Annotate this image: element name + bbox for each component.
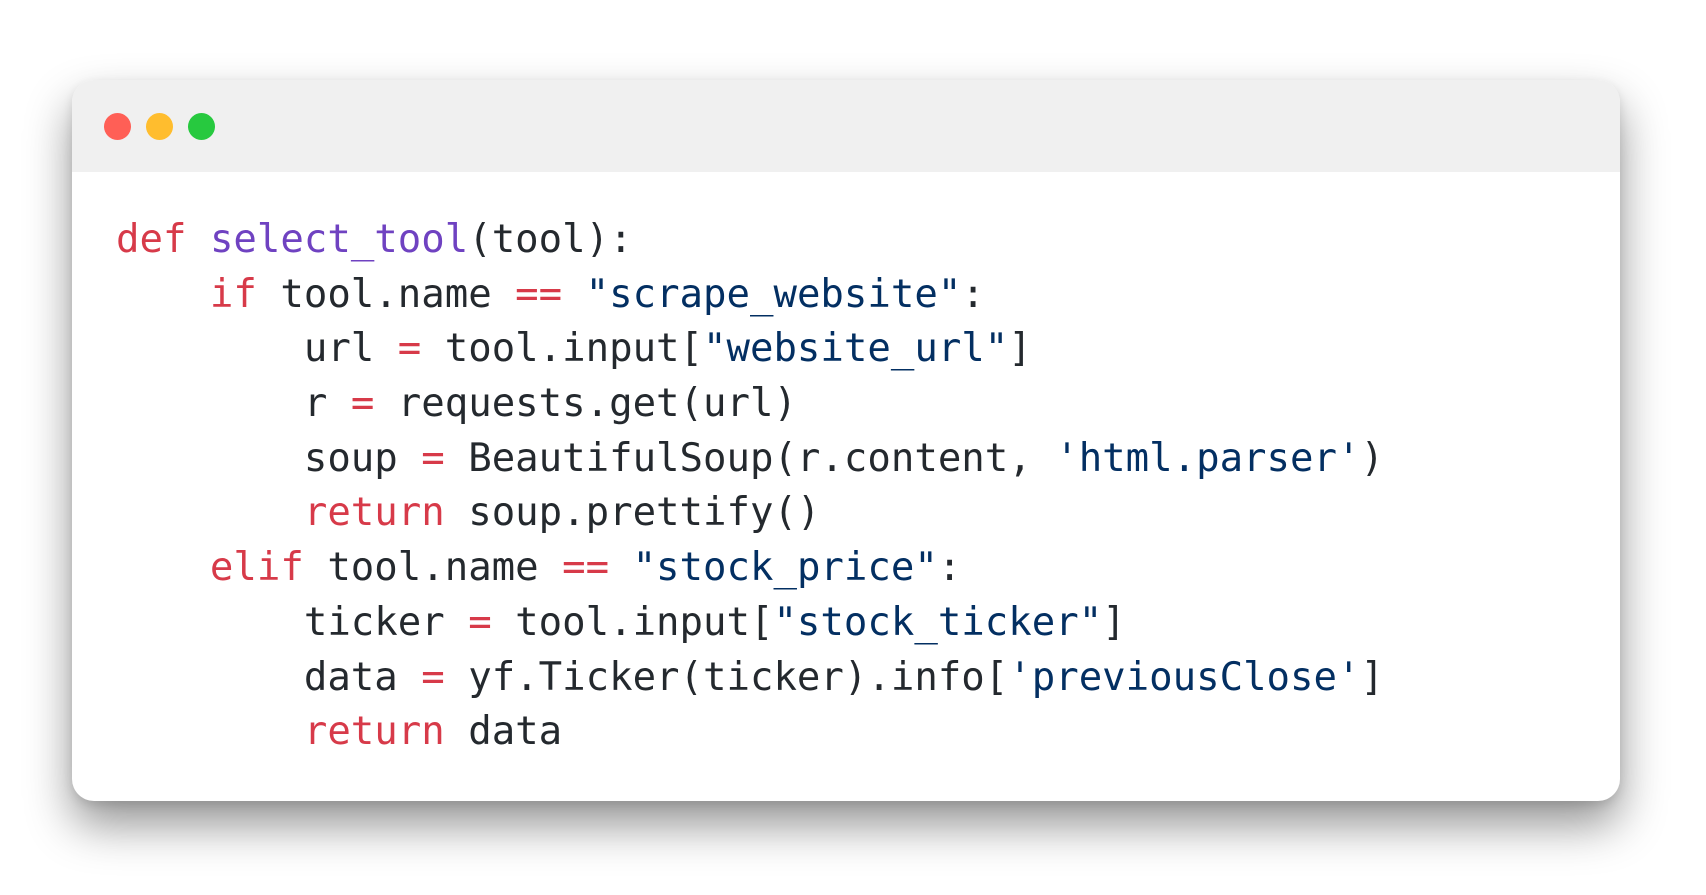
- code-keyword: if: [209, 271, 257, 317]
- code-text: (tool):: [468, 217, 633, 262]
- code-line-10: return data: [116, 705, 1384, 760]
- code-line-3: url = tool.input["website_url"]: [116, 322, 1384, 377]
- code-text: soup.prettify(): [444, 490, 821, 536]
- code-text: ]: [1102, 599, 1126, 645]
- code-keyword: elif: [209, 545, 304, 591]
- code-operator: ==: [515, 271, 563, 317]
- code-string: "stock_ticker": [773, 599, 1103, 645]
- code-operator: =: [397, 326, 422, 372]
- code-window: def select_tool(tool): if tool.name == "…: [72, 80, 1620, 801]
- code-text: [116, 545, 210, 590]
- code-text: [562, 272, 585, 317]
- code-text: [116, 709, 304, 754]
- code-keyword: return: [303, 709, 445, 755]
- code-line-2: if tool.name == "scrape_website":: [116, 268, 1384, 323]
- code-text: [116, 490, 304, 535]
- code-text: [186, 217, 209, 262]
- zoom-window-button[interactable]: [188, 113, 215, 140]
- code-text: data: [116, 654, 422, 700]
- code-text: tool.input[: [491, 599, 774, 645]
- code-text: requests.get(url): [374, 381, 797, 427]
- code-operator: =: [421, 435, 445, 481]
- code-text: r: [116, 381, 351, 427]
- code-text: ): [1360, 435, 1384, 481]
- code-text: soup: [116, 435, 422, 481]
- code-text: data: [444, 709, 563, 755]
- code-line-8: ticker = tool.input["stock_ticker"]: [116, 596, 1384, 651]
- code-line-4: r = requests.get(url): [116, 377, 1384, 432]
- code-line-9: data = yf.Ticker(ticker).info['previousC…: [116, 651, 1384, 706]
- code-text: :: [961, 271, 985, 317]
- code-keyword: return: [303, 490, 445, 536]
- window-titlebar: [72, 80, 1620, 172]
- code-string: "website_url": [703, 326, 1009, 372]
- code-text: url: [116, 326, 398, 372]
- code-string: 'html.parser': [1055, 435, 1361, 481]
- code-text: :: [937, 545, 962, 591]
- code-operator: ==: [562, 545, 610, 591]
- code-string: "scrape_website": [585, 271, 962, 317]
- code-string: 'previousClose': [1008, 654, 1361, 700]
- code-text: tool.name: [303, 545, 563, 591]
- code-text: BeautifulSoup(r.content,: [444, 435, 1056, 481]
- code-text: ticker: [116, 599, 469, 645]
- code-text: ]: [1360, 654, 1384, 700]
- code-block: def select_tool(tool): if tool.name == "…: [116, 213, 1384, 760]
- code-text: ]: [1008, 326, 1032, 372]
- code-text: tool.input[: [421, 326, 704, 372]
- code-text: [116, 272, 210, 317]
- code-operator: =: [421, 654, 445, 700]
- code-text: [609, 545, 632, 590]
- code-string: "stock_price": [632, 545, 938, 591]
- code-text: tool.name: [256, 271, 516, 317]
- code-line-5: soup = BeautifulSoup(r.content, 'html.pa…: [116, 432, 1384, 487]
- code-line-6: return soup.prettify(): [116, 486, 1384, 541]
- code-operator: =: [468, 599, 492, 645]
- code-operator: =: [350, 381, 375, 427]
- minimize-window-button[interactable]: [146, 113, 173, 140]
- close-window-button[interactable]: [104, 113, 131, 140]
- code-text: yf.Ticker(ticker).info[: [444, 654, 1009, 700]
- code-function-name: select_tool: [209, 217, 469, 262]
- code-keyword: def: [116, 217, 187, 262]
- code-line-7: elif tool.name == "stock_price":: [116, 541, 1384, 596]
- code-line-1: def select_tool(tool):: [116, 213, 1384, 268]
